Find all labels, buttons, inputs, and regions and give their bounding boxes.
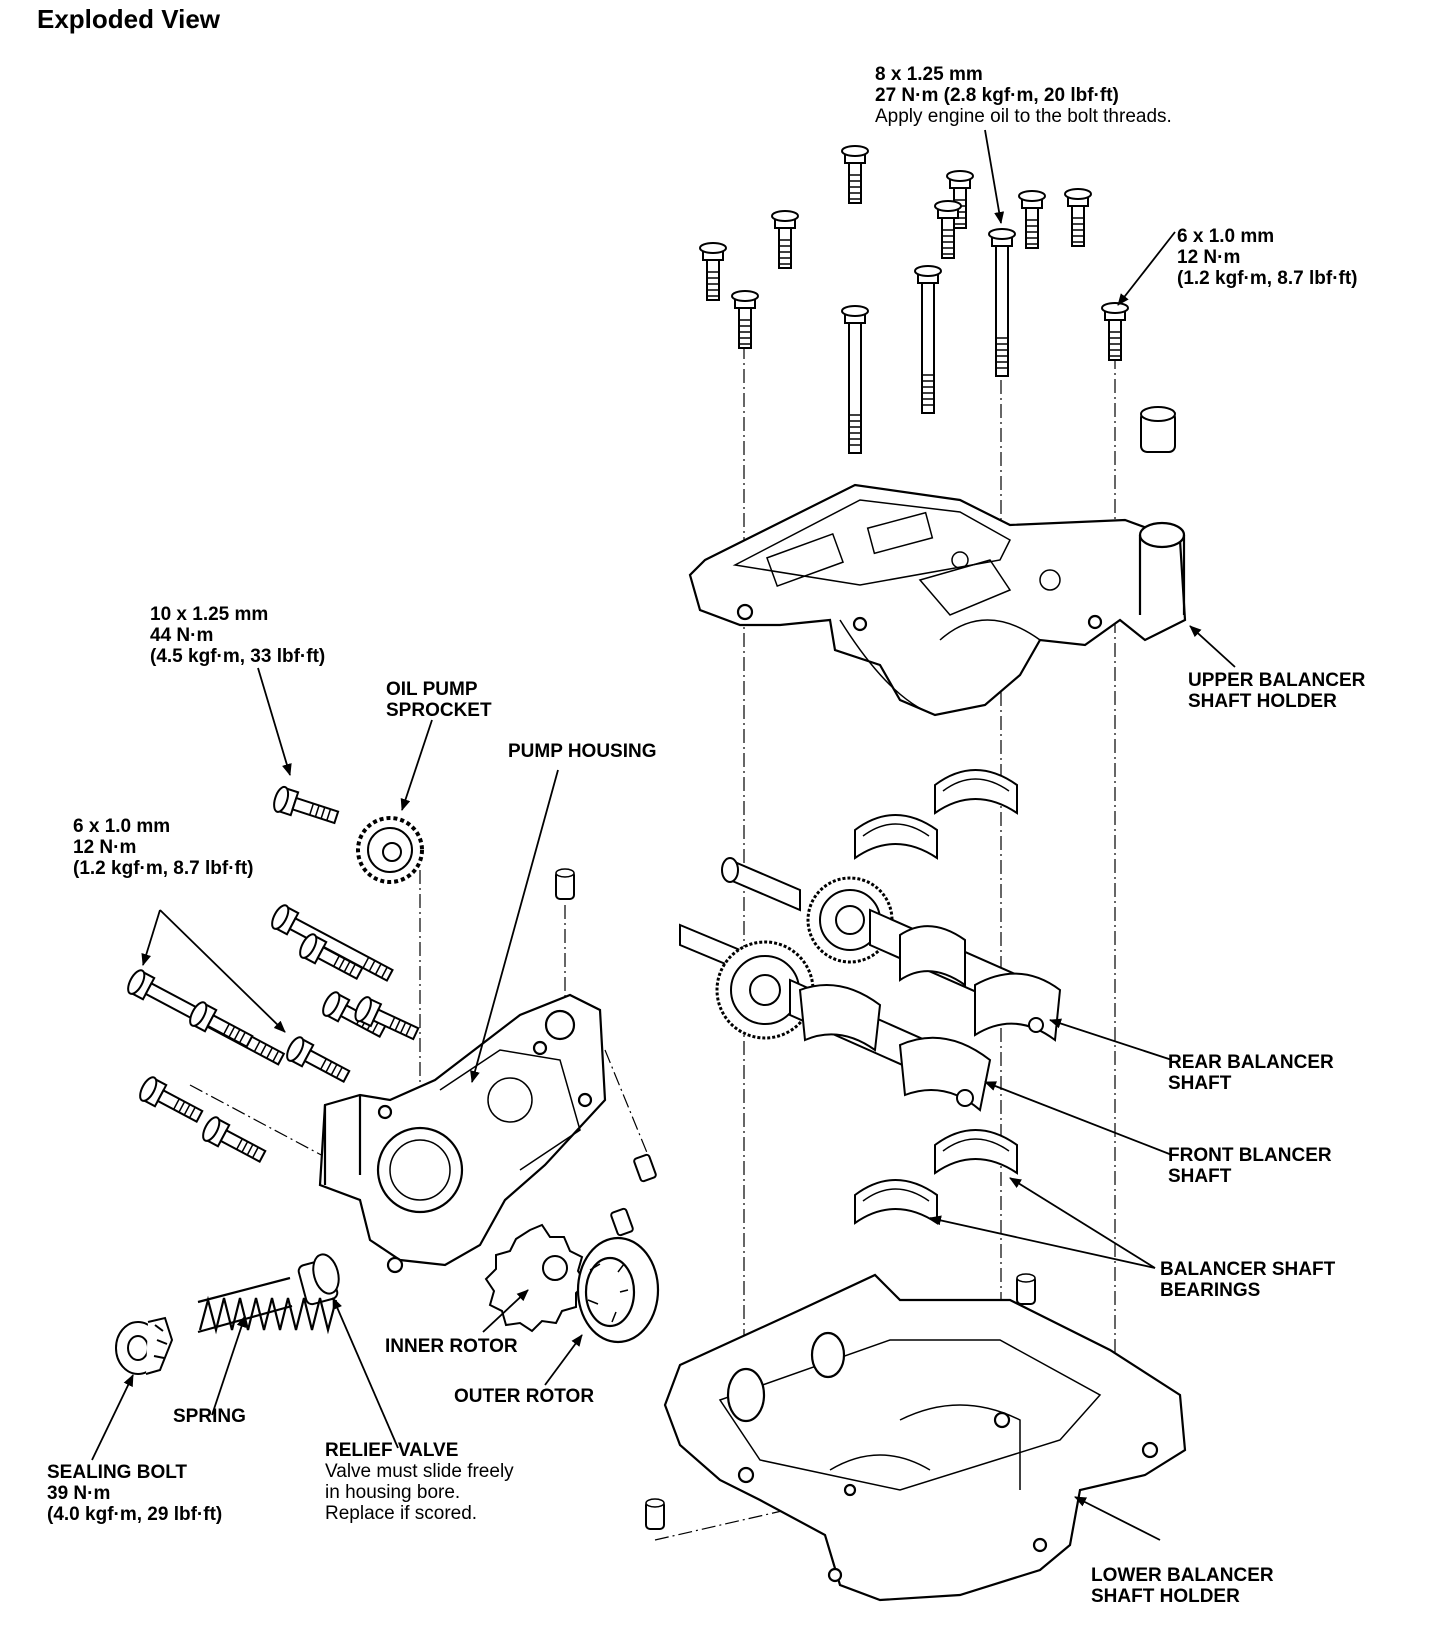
oil-pump-sprocket <box>356 816 424 884</box>
label-inner-rotor-text: INNER ROTOR <box>385 1336 518 1357</box>
spec-small-bolt-right-torque-alt: (1.2 kgf·m, 8.7 lbf·ft) <box>1177 268 1358 289</box>
label-sealing-bolt-torque: 39 N·m <box>47 1483 111 1504</box>
label-pump-housing-text: PUMP HOUSING <box>508 741 657 762</box>
spec-sprocket-bolt: 10 x 1.25 mm 44 N·m (4.5 kgf·m, 33 lbf·f… <box>150 604 325 667</box>
label-upper-holder-line2: SHAFT HOLDER <box>1188 691 1337 712</box>
label-outer-rotor: OUTER ROTOR <box>454 1386 594 1407</box>
spec-sprocket-bolt-size: 10 x 1.25 mm <box>150 604 269 625</box>
label-relief-valve-note1: Valve must slide freely <box>325 1461 514 1482</box>
spec-small-bolt-left: 6 x 1.0 mm 12 N·m (1.2 kgf·m, 8.7 lbf·ft… <box>73 816 254 879</box>
label-spring-text: SPRING <box>173 1406 246 1427</box>
upper-holder-body <box>688 483 1187 717</box>
label-relief-valve: RELIEF VALVE Valve must slide freely in … <box>325 1440 514 1524</box>
pump-dowel-top <box>555 868 575 900</box>
spec-top-bolt-note: Apply engine oil to the bolt threads. <box>875 106 1172 127</box>
upper-dowel <box>1140 406 1176 453</box>
label-lower-holder-line1: LOWER BALANCER <box>1091 1565 1274 1586</box>
front-balancer-shaft <box>679 923 992 1112</box>
spec-small-bolt-left-torque: 12 N·m <box>73 837 137 858</box>
spec-small-bolt-right: 6 x 1.0 mm 12 N·m (1.2 kgf·m, 8.7 lbf·ft… <box>1177 226 1358 289</box>
label-sealing-bolt-name: SEALING BOLT <box>47 1462 188 1483</box>
label-sealing-bolt-torque-alt: (4.0 kgf·m, 29 lbf·ft) <box>47 1504 223 1525</box>
top-bolts <box>699 145 1129 454</box>
label-rear-shaft-line2: SHAFT <box>1168 1073 1232 1094</box>
spec-small-bolt-left-size: 6 x 1.0 mm <box>73 816 171 837</box>
label-front-shaft: FRONT BLANCER SHAFT <box>1168 1145 1332 1187</box>
rear-balancer-shaft <box>721 857 1062 1042</box>
label-front-shaft-line1: FRONT BLANCER <box>1168 1145 1332 1166</box>
spec-small-bolt-right-size: 6 x 1.0 mm <box>1177 226 1275 247</box>
lower-holder-body <box>663 1273 1187 1602</box>
pump-housing-body <box>318 993 607 1274</box>
pump-pins <box>610 1153 657 1237</box>
label-inner-rotor: INNER ROTOR <box>385 1336 518 1357</box>
label-oil-pump-sprocket-line1: OIL PUMP <box>386 679 478 700</box>
relief-valve-part <box>297 1253 340 1306</box>
label-oil-pump-sprocket-line2: SPROCKET <box>386 700 492 721</box>
label-rear-shaft: REAR BALANCER SHAFT <box>1168 1052 1334 1094</box>
inner-rotor <box>484 1223 588 1333</box>
label-pump-housing: PUMP HOUSING <box>508 741 657 762</box>
sealing-bolt-part <box>115 1316 174 1375</box>
page-title: Exploded View <box>37 4 221 34</box>
label-bearings: BALANCER SHAFT BEARINGS <box>1160 1259 1335 1301</box>
label-outer-rotor-text: OUTER ROTOR <box>454 1386 595 1407</box>
spec-top-bolt-size: 8 x 1.25 mm <box>875 64 983 85</box>
lower-right-dowel <box>1016 1273 1036 1305</box>
spec-small-bolt-left-torque-alt: (1.2 kgf·m, 8.7 lbf·ft) <box>73 858 254 879</box>
leader-arrows <box>91 129 1236 1541</box>
upper-bearings <box>854 769 1018 859</box>
lower-left-dowel <box>645 1498 665 1530</box>
label-relief-valve-name: RELIEF VALVE <box>325 1440 459 1461</box>
label-bearings-line2: BEARINGS <box>1160 1280 1261 1301</box>
label-oil-pump-sprocket: OIL PUMP SPROCKET <box>386 679 492 721</box>
spec-small-bolt-right-torque: 12 N·m <box>1177 247 1241 268</box>
label-bearings-line1: BALANCER SHAFT <box>1160 1259 1336 1280</box>
outer-rotor <box>576 1236 660 1344</box>
sprocket-bolt <box>270 784 342 831</box>
label-sealing-bolt: SEALING BOLT 39 N·m (4.0 kgf·m, 29 lbf·f… <box>47 1462 222 1525</box>
label-upper-holder-line1: UPPER BALANCER <box>1188 670 1366 691</box>
pump-housing-bolts <box>127 904 423 1169</box>
lower-bearings <box>854 1129 1018 1224</box>
spec-top-bolt-torque: 27 N·m (2.8 kgf·m, 20 lbf·ft) <box>875 85 1119 106</box>
spec-sprocket-bolt-torque: 44 N·m <box>150 625 214 646</box>
label-relief-valve-note3: Replace if scored. <box>325 1503 478 1524</box>
label-spring: SPRING <box>173 1406 246 1427</box>
label-front-shaft-line2: SHAFT <box>1168 1166 1232 1187</box>
spec-top-bolt: 8 x 1.25 mm 27 N·m (2.8 kgf·m, 20 lbf·ft… <box>875 64 1172 127</box>
label-rear-shaft-line1: REAR BALANCER <box>1168 1052 1334 1073</box>
label-upper-holder: UPPER BALANCER SHAFT HOLDER <box>1188 670 1365 712</box>
label-lower-holder: LOWER BALANCER SHAFT HOLDER <box>1091 1565 1274 1607</box>
label-lower-holder-line2: SHAFT HOLDER <box>1091 1586 1240 1607</box>
spec-sprocket-bolt-torque-alt: (4.5 kgf·m, 33 lbf·ft) <box>150 646 326 667</box>
label-relief-valve-note2: in housing bore. <box>325 1482 461 1503</box>
